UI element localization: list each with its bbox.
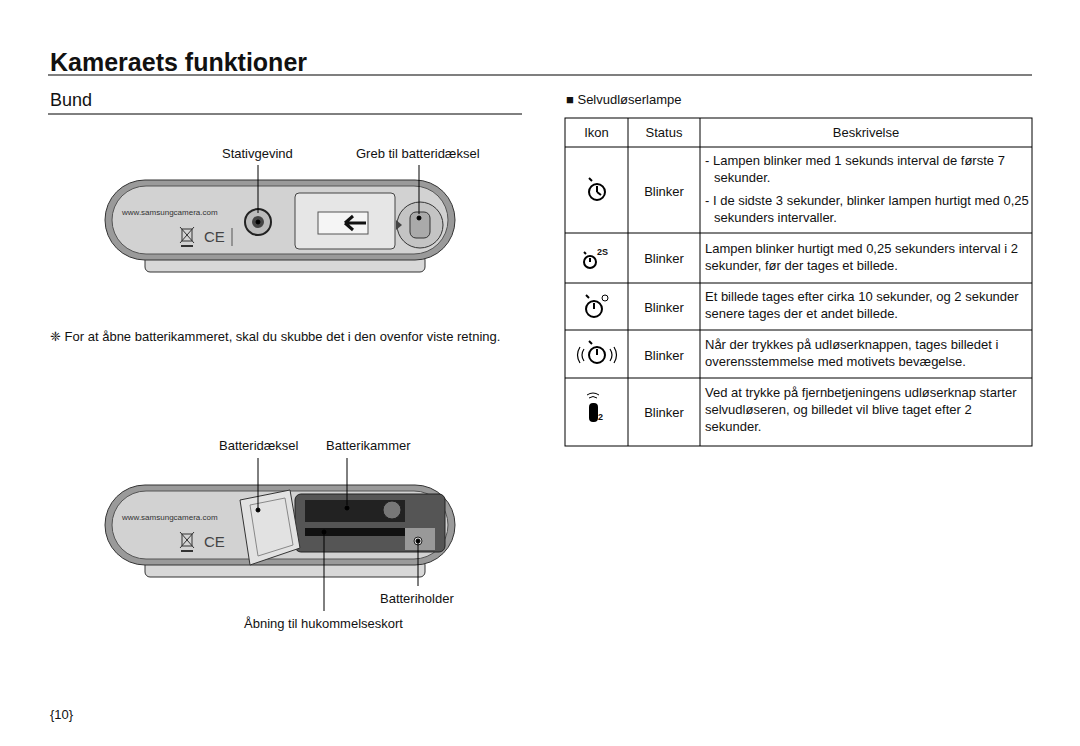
page-title: Kameraets funktioner xyxy=(50,47,307,77)
timer-icons xyxy=(578,178,617,421)
icon-text: 2S xyxy=(597,247,608,257)
part-label: Åbning til hukommelseskort xyxy=(244,615,403,632)
status-cell: Blinker xyxy=(628,183,700,200)
table-caption: ■ Selvudløserlampe xyxy=(566,91,682,108)
description-cell: Et billede tages efter cirka 10 sekunder… xyxy=(705,288,1027,322)
description-cell: - Lampen blinker med 1 sekunds interval … xyxy=(705,152,1036,186)
page-number: {10} xyxy=(50,706,73,723)
status-cell: Blinker xyxy=(628,347,700,364)
description-cell: Ved at trykke på fjernbetjeningens udløs… xyxy=(705,384,1027,435)
status-cell: Blinker xyxy=(628,299,700,316)
part-label: Greb til batteridæksel xyxy=(356,145,480,162)
printed-url: www.samsungcamera.com xyxy=(122,513,218,523)
camera-bottom xyxy=(105,180,455,272)
section-heading: Bund xyxy=(50,89,92,111)
table-header: Beskrivelse xyxy=(700,124,1032,141)
leader-lines xyxy=(256,165,421,611)
status-cell: Blinker xyxy=(628,250,700,267)
printed-url: www.samsungcamera.com xyxy=(122,208,218,218)
description-cell: - I de sidste 3 sekunder, blinker lampen… xyxy=(705,192,1036,226)
status-cell: Blinker xyxy=(628,404,700,421)
part-label: Batterikammer xyxy=(326,437,411,454)
ce-mark: CE xyxy=(204,534,225,550)
note-text: ❈ For at åbne batterikammeret, skal du s… xyxy=(50,328,530,345)
icon-text: 2 xyxy=(598,412,603,422)
description-cell: Når der trykkes på udløserknappen, tages… xyxy=(705,336,1027,370)
table-header: Ikon xyxy=(565,124,628,141)
part-label: Batteridæksel xyxy=(219,437,298,454)
part-label: Stativgevind xyxy=(222,145,293,162)
camera-bottom-open xyxy=(105,485,455,577)
description-cell: Lampen blinker hurtigt med 0,25 sekunder… xyxy=(705,240,1027,274)
part-label: Batteriholder xyxy=(380,590,454,607)
ce-mark: CE xyxy=(204,229,225,245)
table-header: Status xyxy=(628,124,700,141)
